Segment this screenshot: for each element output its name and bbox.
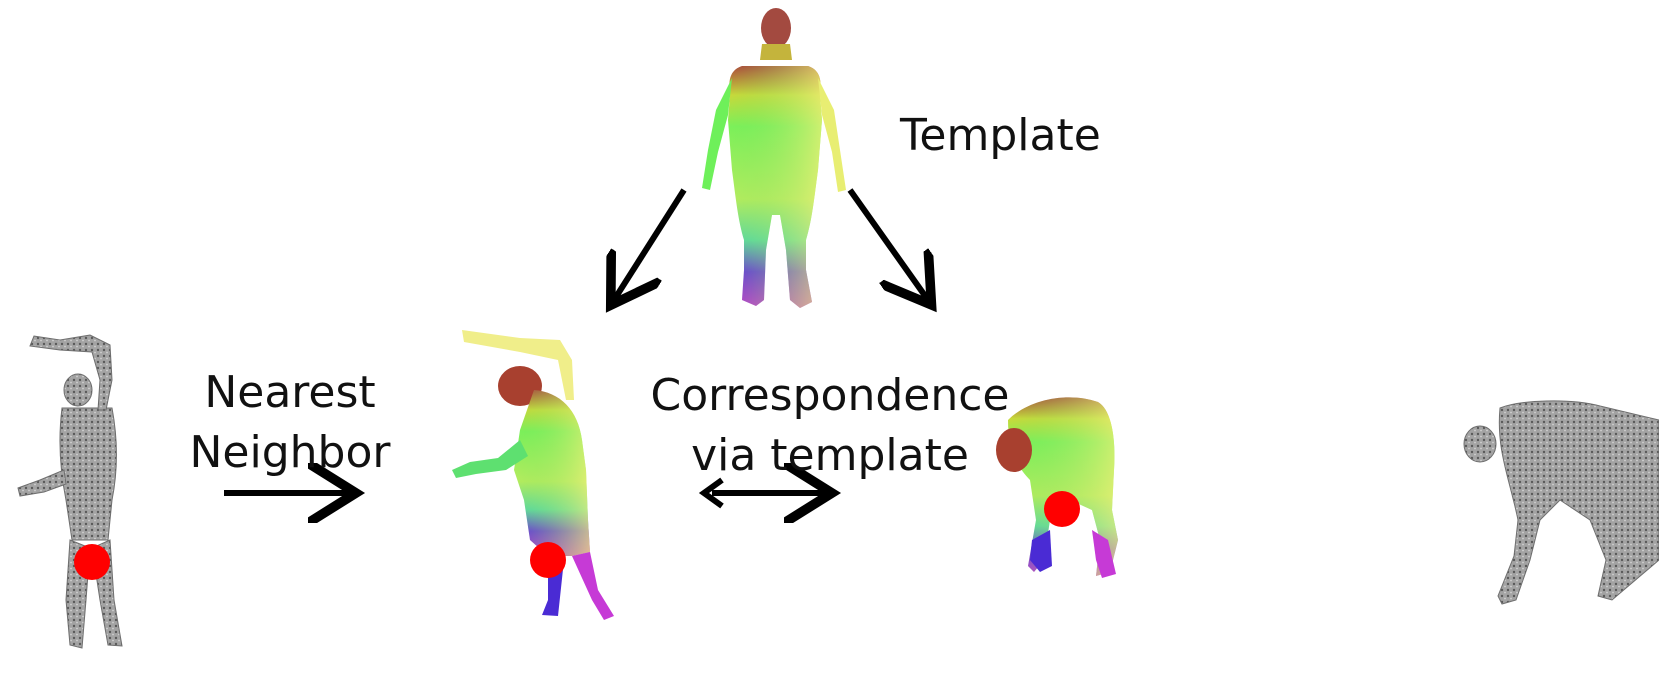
nearest-neighbor-label-line-1: Nearest [180,363,400,423]
raw-scan-side-bend-figure [18,335,122,648]
correspondence-label-line-2: via template [640,426,1020,486]
arrow-template-to-right [850,190,928,300]
marker-raw-left [74,544,110,580]
marker-colored-right [1044,491,1080,527]
nearest-neighbor-label-line-2: Neighbor [180,423,400,483]
template-body-figure [702,8,846,308]
nearest-neighbor-label: Nearest Neighbor [180,363,400,483]
correspondence-label-line-1: Correspondence [640,366,1020,426]
template-label: Template [900,106,1101,166]
correspondence-label: Correspondence via template [640,366,1020,486]
marker-colored-center [530,542,566,578]
arrow-template-to-center [614,190,684,300]
raw-scan-forward-bend-figure [1464,401,1659,604]
colored-body-side-bend-figure [452,330,614,620]
